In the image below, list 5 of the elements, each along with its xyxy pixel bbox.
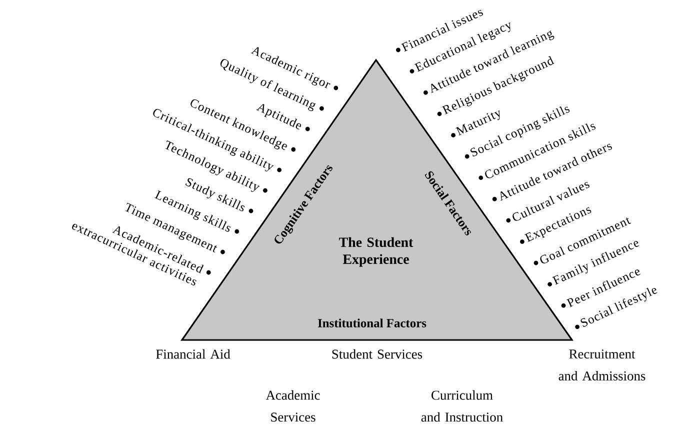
- side-label: Institutional Factors: [318, 318, 426, 328]
- category-label: Recruitment and Admissions: [558, 350, 646, 380]
- category-label: Academic Services: [266, 390, 320, 422]
- category-label: Curriculum and Instruction: [421, 390, 503, 422]
- category-label: Financial Aid: [156, 349, 230, 359]
